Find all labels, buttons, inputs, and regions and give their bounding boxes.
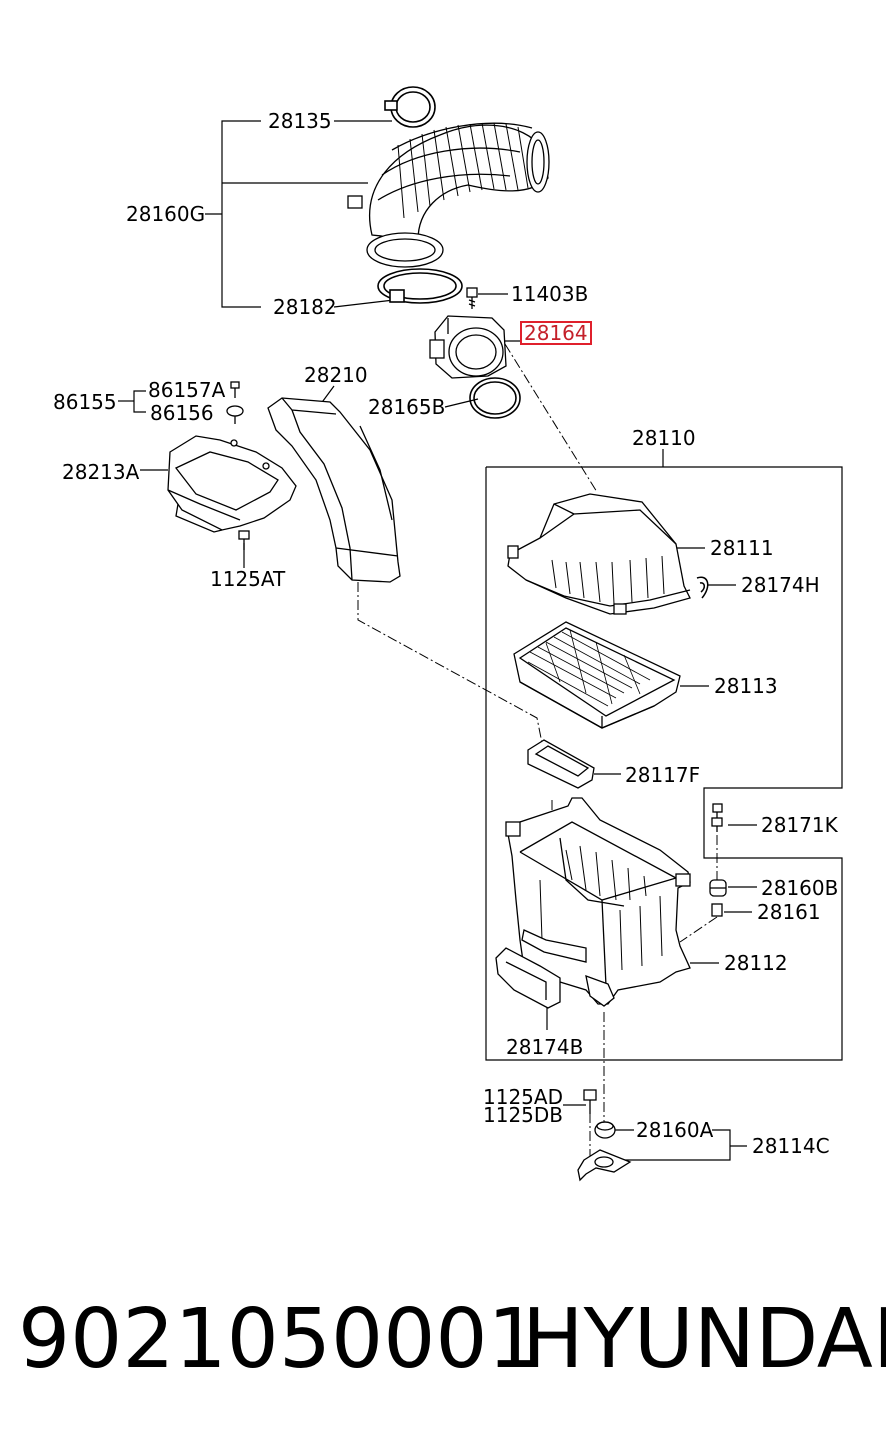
- clip-28174h: [696, 576, 709, 599]
- label-28135: 28135: [268, 109, 332, 133]
- label-28164-highlighted[interactable]: 28164: [520, 321, 592, 345]
- label-28112: 28112: [724, 951, 788, 975]
- fasteners-86155: [226, 381, 244, 424]
- bolt-1125ad: [583, 1089, 597, 1114]
- grommet-28160b: [709, 879, 727, 897]
- footer-part-number: 9021050001: [18, 1292, 540, 1387]
- label-28113: 28113: [714, 674, 778, 698]
- air-cleaner-body: [505, 797, 691, 1007]
- filter-element: [513, 621, 681, 729]
- label-28165b: 28165B: [368, 395, 446, 419]
- label-28160g: 28160G: [126, 202, 206, 226]
- air-flow-sensor: [429, 315, 507, 379]
- label-11403b: 11403B: [511, 282, 589, 306]
- air-cleaner-cover: [507, 493, 691, 615]
- footer-brand: HYUNDAI: [522, 1292, 886, 1387]
- label-28174b: 28174B: [506, 1035, 584, 1059]
- bolt-11403b: [466, 287, 478, 309]
- collar-28161: [711, 903, 723, 917]
- label-1125at: 1125AT: [210, 567, 286, 591]
- label-28161: 28161: [757, 900, 821, 924]
- hose-clamp-bottom: [377, 268, 463, 304]
- grommet-28160a: [594, 1121, 616, 1139]
- leader-lines: [118, 120, 843, 1161]
- label-86157a: 86157A: [148, 378, 226, 402]
- label-28174h: 28174H: [741, 573, 820, 597]
- label-28210: 28210: [304, 363, 368, 387]
- label-1125ad: 1125AD: [483, 1085, 563, 1109]
- seal-28117f: [527, 739, 595, 789]
- label-28182: 28182: [273, 295, 337, 319]
- mount-bracket-28114c: [577, 1149, 632, 1182]
- cover-28213a: [167, 435, 297, 533]
- label-28110: 28110: [632, 426, 696, 450]
- bracket-28174b: [495, 947, 561, 1009]
- hose-clamp-top: [384, 86, 436, 128]
- label-1125db: 1125DB: [483, 1103, 564, 1127]
- air-duct-28210: [267, 397, 401, 583]
- label-28111: 28111: [710, 536, 774, 560]
- label-28171k: 28171K: [761, 813, 838, 837]
- label-28114c: 28114C: [752, 1134, 830, 1158]
- intake-hose: [347, 122, 550, 268]
- label-28160a: 28160A: [636, 1118, 714, 1142]
- label-86155: 86155: [53, 390, 117, 414]
- label-86156: 86156: [150, 401, 214, 425]
- bolt-1125at: [238, 530, 250, 550]
- o-ring-28165b: [469, 377, 521, 419]
- label-28117f: 28117F: [625, 763, 701, 787]
- label-28213a: 28213A: [62, 460, 140, 484]
- bolt-28171k: [711, 803, 723, 832]
- label-28160b: 28160B: [761, 876, 839, 900]
